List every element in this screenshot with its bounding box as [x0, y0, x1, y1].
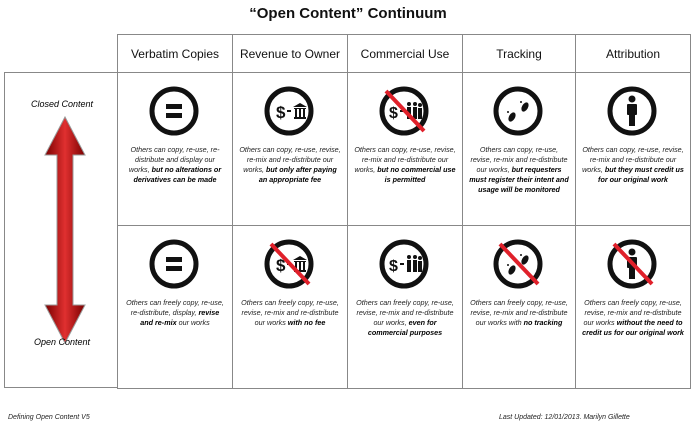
cell-description: Others can copy, re-use, revise, re-mix …: [576, 145, 690, 185]
svg-text:$: $: [276, 103, 286, 122]
continuum-cell: Others can copy, re-use, revise, re-mix …: [462, 72, 576, 226]
continuum-cell: Others can copy, re-use, revise, re-mix …: [575, 72, 691, 226]
description-text: Others can freely copy, re-use, revise, …: [583, 298, 682, 328]
continuum-cell: Others can freely copy, re-use, re-distr…: [117, 225, 233, 389]
tracking-footprints-icon: [493, 239, 543, 289]
commercial-icon: $: [379, 239, 429, 289]
description-text: Others can freely copy, re-use, revise, …: [241, 298, 339, 328]
continuum-cell: $ Others can freely copy, re-use, revise,…: [347, 225, 463, 389]
description-text: Others can freely copy, re-use, revise, …: [470, 298, 568, 328]
description-emphasis: even for commercial purposes: [367, 318, 443, 338]
cell-description: Others can copy, re-use, re-distribute a…: [118, 145, 232, 185]
description-tail: our works: [176, 318, 210, 328]
description-text: Others can freely copy, re-use, revise, …: [356, 298, 454, 328]
continuum-cell: Others can freely copy, re-use, revise, …: [462, 225, 576, 389]
column-header: Commercial Use: [347, 34, 463, 72]
description-emphasis: but they must credit us for our original…: [598, 165, 684, 185]
footer-version: Defining Open Content V5: [8, 414, 90, 421]
column-header: Revenue to Owner: [232, 34, 348, 72]
description-text: Others can copy, re-use, re-distribute a…: [128, 145, 220, 175]
description-emphasis: revise and re-mix: [140, 308, 220, 328]
page-title: “Open Content” Continuum: [249, 5, 447, 22]
svg-text:$: $: [389, 105, 398, 122]
description-text: Others can copy, re-use, revise, re-mix …: [354, 145, 456, 175]
paid-icon: $: [264, 86, 314, 136]
description-emphasis: with no fee: [287, 318, 326, 328]
column-header: Tracking: [462, 34, 576, 72]
column-header: Verbatim Copies: [117, 34, 233, 72]
description-text: Others can copy, re-use, revise, re-mix …: [582, 145, 684, 175]
cell-description: Others can freely copy, re-use, revise, …: [463, 298, 575, 328]
no-derivatives-icon: [149, 86, 199, 136]
tracking-footprints-icon: [493, 86, 543, 136]
description-emphasis: but only after paying an appropriate fee: [258, 165, 337, 185]
description-emphasis: no tracking: [523, 318, 563, 328]
description-emphasis: but requesters must register their inten…: [469, 165, 569, 195]
cell-description: Others can copy, re-use, revise, re-mix …: [233, 145, 347, 185]
cell-description: Others can freely copy, re-use, revise, …: [348, 298, 462, 338]
footer-updated: Last Updated: 12/01/2013. Marilyn Gillet…: [499, 414, 630, 421]
continuum-cell: Others can freely copy, re-use, revise, …: [575, 225, 691, 389]
continuum-axis: Closed Content Open Content: [4, 72, 118, 388]
continuum-cell: Others can copy, re-use, re-distribute a…: [117, 72, 233, 226]
description-text: Others can freely copy, re-use, re-distr…: [126, 298, 224, 318]
column-header: Attribution: [575, 34, 691, 72]
svg-text:$: $: [276, 256, 286, 275]
cell-description: Others can copy, re-use, revise, re-mix …: [463, 145, 575, 195]
continuum-cell: $ Others can freely copy, re-use, revise,…: [232, 225, 348, 389]
attribution-icon: [607, 239, 657, 289]
continuum-cell: $ Others can copy, re-use, revise, re-mix…: [347, 72, 463, 226]
equals-icon: [149, 239, 199, 289]
paid-icon: $: [264, 239, 314, 289]
cell-description: Others can freely copy, re-use, re-distr…: [118, 298, 232, 328]
attribution-icon: [607, 86, 657, 136]
closed-content-label: Closed Content: [30, 99, 94, 109]
continuum-cell: $ Others can copy, re-use, revise, re-mix…: [232, 72, 348, 226]
description-emphasis: but no alterations or derivatives can be…: [133, 165, 222, 185]
open-content-label: Open Content: [33, 337, 91, 347]
description-text: Others can copy, re-use, revise, re-mix …: [239, 145, 341, 175]
cell-description: Others can freely copy, re-use, revise, …: [576, 298, 690, 338]
description-text: Others can copy, re-use, revise, re-mix …: [470, 145, 568, 175]
description-emphasis: without the need to credit us for our or…: [582, 318, 684, 338]
cell-description: Others can freely copy, re-use, revise, …: [233, 298, 347, 328]
double-arrow-icon: [44, 115, 86, 345]
non-commercial-icon: $: [379, 86, 429, 136]
svg-text:$: $: [389, 258, 398, 275]
cell-description: Others can copy, re-use, revise, re-mix …: [348, 145, 462, 185]
description-emphasis: but no commercial use is permitted: [377, 165, 456, 185]
